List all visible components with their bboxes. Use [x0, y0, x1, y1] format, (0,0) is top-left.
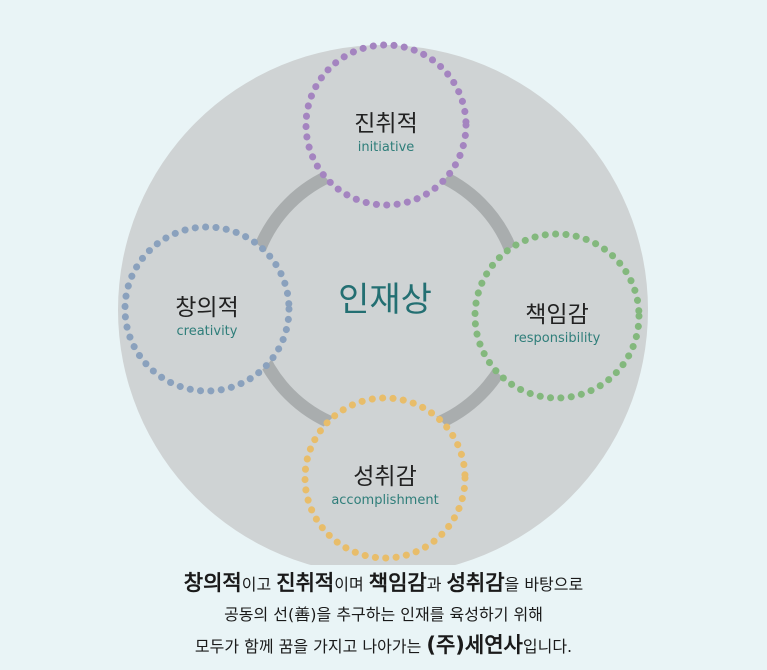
value-subtitle: initiative — [358, 140, 415, 155]
value-node-fill — [475, 234, 639, 398]
value-node-top: 진취적 initiative — [302, 41, 470, 209]
value-node-left: 창의적 creativity — [121, 223, 293, 395]
value-title: 성취감 — [353, 464, 416, 490]
dotted-ring — [301, 394, 469, 562]
dotted-ring — [471, 230, 643, 402]
caption-text: 모두가 함께 꿈을 가지고 나아가는 — [194, 637, 427, 656]
caption-text: 을 바탕으로 — [504, 575, 584, 594]
value-title: 진취적 — [354, 111, 417, 137]
caption-emphasis: 성취감 — [446, 571, 505, 595]
value-node-right: 책임감 responsibility — [471, 230, 643, 402]
caption-emphasis: (주)세연사 — [426, 633, 523, 657]
value-title: 창의적 — [175, 295, 238, 321]
caption-emphasis: 진취적 — [276, 571, 335, 595]
value-node-fill — [306, 45, 466, 205]
value-node-bottom: 성취감 accomplishment — [301, 394, 469, 562]
caption: 창의적이고 진취적이며 책임감과 성취감을 바탕으로 공동의 선(善)을 추구하… — [0, 568, 767, 662]
outer-background-circle — [118, 45, 648, 565]
caption-text: 이며 — [334, 575, 369, 594]
value-subtitle: accomplishment — [331, 493, 438, 508]
caption-line-3: 모두가 함께 꿈을 가지고 나아가는 (주)세연사입니다. — [0, 630, 767, 662]
value-node-fill — [125, 227, 289, 391]
caption-line-2: 공동의 선(善)을 추구하는 인재를 육성하기 위해 — [224, 605, 543, 624]
value-title: 책임감 — [525, 302, 588, 328]
dotted-ring — [121, 223, 293, 395]
caption-emphasis: 책임감 — [368, 571, 427, 595]
caption-line-1: 창의적이고 진취적이며 책임감과 성취감을 바탕으로 — [0, 568, 767, 600]
value-subtitle: creativity — [177, 324, 238, 339]
caption-text: 입니다. — [522, 637, 573, 656]
caption-emphasis: 창의적 — [183, 571, 242, 595]
caption-text: 과 — [426, 575, 447, 594]
center-label: 인재상 — [338, 280, 432, 320]
dotted-ring — [302, 41, 470, 209]
talent-model-diagram: 진취적 initiative 창의적 creativity 책임감 responsibil… — [118, 41, 648, 565]
caption-text: 이고 — [241, 575, 277, 594]
value-node-fill — [305, 398, 465, 558]
value-subtitle: responsibility — [514, 331, 601, 346]
